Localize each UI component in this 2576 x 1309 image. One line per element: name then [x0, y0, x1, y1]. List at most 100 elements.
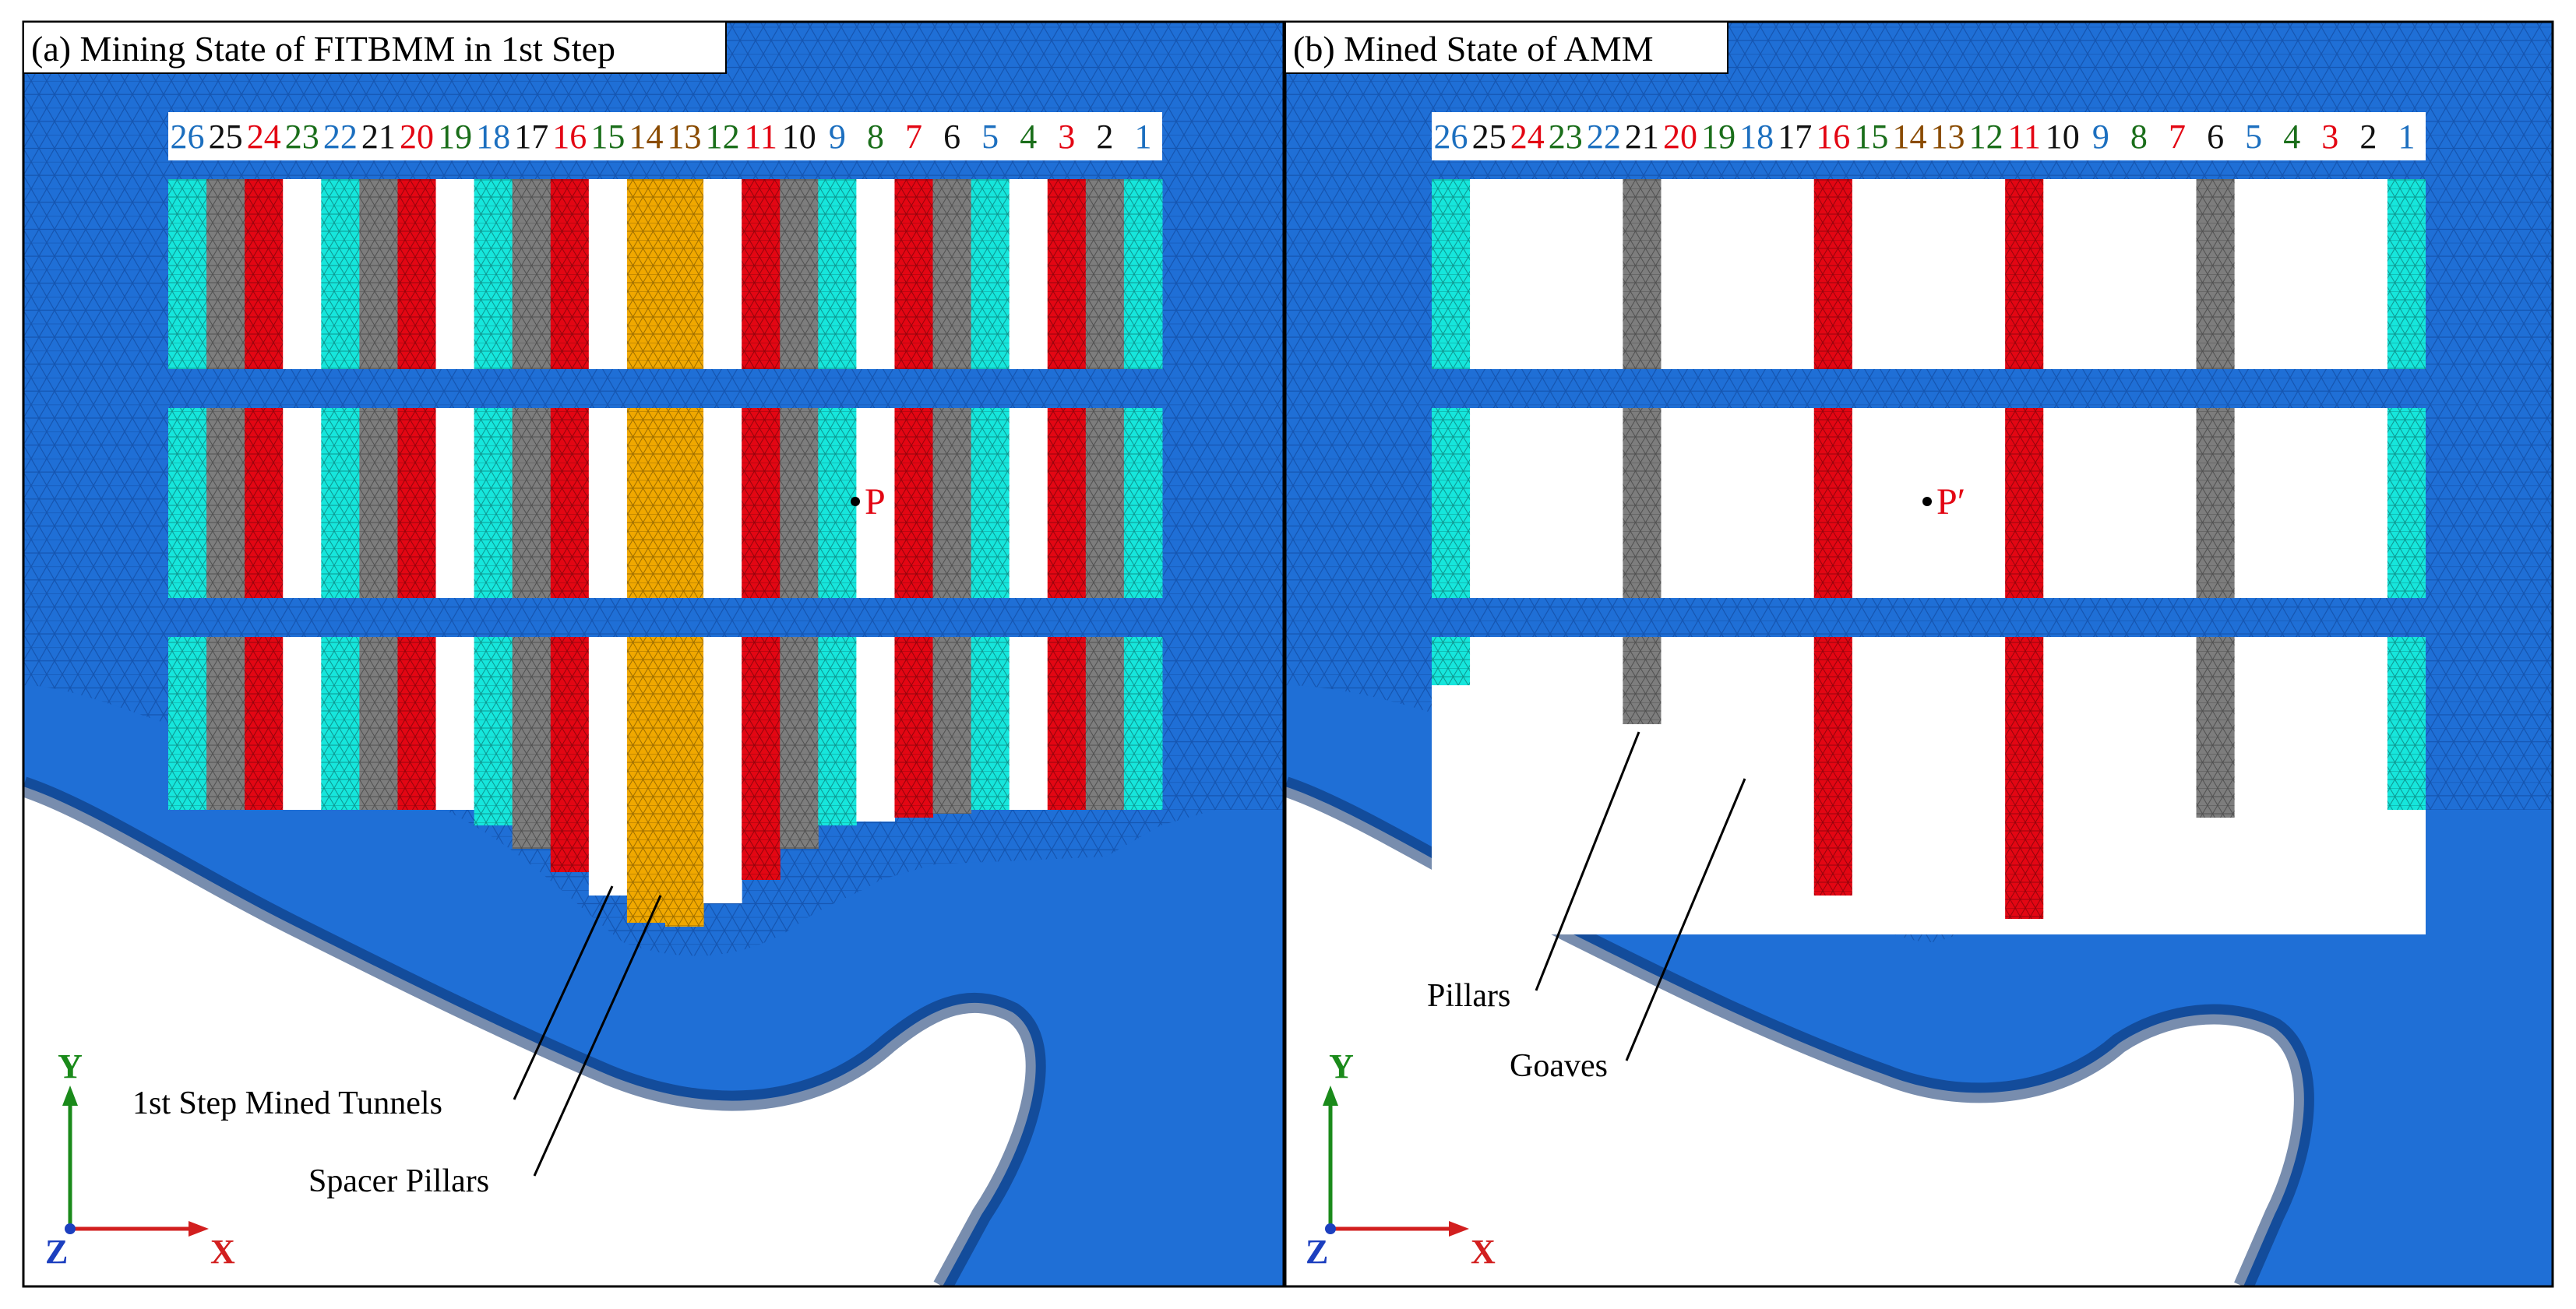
annotation-pillars: Pillars: [1427, 978, 1510, 1014]
tunnel-number: 11: [745, 118, 777, 156]
pillar-mesh: [2196, 179, 2235, 369]
tunnel-strips-b: [1432, 179, 2426, 934]
tunnel-number: 21: [361, 118, 396, 156]
x-axis-label: X: [210, 1233, 235, 1271]
tunnel-strip: [283, 637, 322, 810]
strip-mesh: [397, 179, 437, 369]
tunnel-strip: [588, 637, 628, 896]
strip-mesh: [626, 408, 666, 598]
number-band-a: [168, 112, 1162, 160]
strip-mesh: [1085, 179, 1125, 369]
strip-mesh: [1085, 408, 1125, 598]
dark-shell: [23, 776, 1046, 1286]
tunnel-number: 13: [668, 118, 702, 156]
x-axis-label: X: [1471, 1233, 1496, 1271]
tunnel-strip: [1009, 408, 1048, 598]
pillar-mesh: [2387, 637, 2426, 810]
tunnel-number: 25: [209, 118, 243, 156]
point-p-prime-marker: [1922, 497, 1932, 506]
tunnel-number: 26: [1434, 118, 1468, 156]
annotation-mined-tunnels: 1st Step Mined Tunnels: [132, 1086, 442, 1121]
z-axis-dot: [1325, 1223, 1336, 1234]
tunnel-number: 20: [400, 118, 434, 156]
pillar-mesh: [1432, 637, 1471, 685]
strip-mesh: [1047, 637, 1087, 810]
tunnel-strip: [703, 179, 742, 369]
tunnel-number: 17: [1778, 118, 1812, 156]
tunnel-number: 14: [629, 118, 663, 156]
title-box-a: [23, 21, 727, 74]
tunnel-number: 6: [943, 118, 960, 156]
panel-a-title: (a) Mining State of FITBMM in 1st Step: [31, 29, 615, 69]
tunnel-strip: [435, 179, 475, 369]
tunnel-number: 4: [1020, 118, 1037, 156]
strip-mesh: [665, 408, 704, 598]
tunnel-number: 7: [2169, 118, 2186, 156]
pillar-mesh: [1623, 179, 1662, 369]
strip-mesh: [321, 637, 360, 810]
strip-mesh: [1123, 179, 1163, 369]
strip-mesh: [474, 408, 513, 598]
tunnel-number: 1: [1134, 118, 1151, 156]
strip-mesh: [665, 179, 704, 369]
tunnel-strip: [1009, 637, 1048, 810]
tunnel-strip: [283, 179, 322, 369]
tunnel-number: 3: [1058, 118, 1075, 156]
tunnel-number: 7: [905, 118, 922, 156]
tunnel-number: 2: [1096, 118, 1113, 156]
tunnel-number: 11: [2008, 118, 2041, 156]
strip-mesh: [780, 637, 819, 849]
strip-mesh: [168, 408, 207, 598]
tunnel-number: 4: [2283, 118, 2300, 156]
tunnel-number: 17: [514, 118, 548, 156]
pillar-mesh: [2387, 179, 2426, 369]
x-arrowhead-icon: [1449, 1221, 1469, 1237]
leader-pillars: [1535, 731, 1640, 991]
pillar-mesh: [2005, 408, 2044, 598]
pillar-mesh: [2005, 179, 2044, 369]
strip-mesh: [818, 408, 857, 598]
tunnel-number: 5: [2245, 118, 2262, 156]
tunnel-number: 21: [1625, 118, 1659, 156]
strip-mesh: [971, 179, 1010, 369]
y-axis-label: Y: [1329, 1047, 1354, 1086]
tunnel-number: 2: [2359, 118, 2377, 156]
tunnel-number: 25: [1472, 118, 1506, 156]
strip-mesh: [512, 408, 551, 598]
pillar-mesh: [2005, 637, 2044, 919]
strip-mesh: [1047, 408, 1087, 598]
strip-mesh: [168, 637, 207, 810]
void-region: [23, 786, 1036, 1286]
goaf: [1432, 179, 2426, 369]
strip-mesh: [359, 637, 398, 810]
tunnel-number: 6: [2207, 118, 2224, 156]
tunnel-number: 9: [2092, 118, 2109, 156]
pillar-mesh: [1623, 408, 1662, 598]
tunnel-number: 18: [476, 118, 510, 156]
pillar-mesh: [1432, 179, 1471, 369]
pillar-mesh: [1813, 637, 1852, 896]
strip-mesh: [932, 179, 972, 369]
tunnel-strip: [588, 179, 628, 369]
strip-mesh: [550, 179, 590, 369]
tunnel-number: 22: [323, 118, 358, 156]
axes-triad-a: Y X Z: [45, 1047, 235, 1271]
strip-mesh: [168, 179, 207, 369]
strip-mesh: [397, 408, 437, 598]
strip-mesh: [359, 408, 398, 598]
strip-mesh: [780, 179, 819, 369]
tunnel-strip: [435, 637, 475, 810]
strip-mesh: [1047, 179, 1087, 369]
pillar-mesh: [2196, 637, 2235, 818]
tunnel-number: 23: [285, 118, 319, 156]
pillar-mesh: [1432, 408, 1471, 598]
goaf: [1432, 637, 2426, 934]
strip-mesh: [397, 637, 437, 810]
tunnel-number: 15: [1854, 118, 1888, 156]
strip-mesh: [626, 637, 666, 923]
tunnel-number: 20: [1663, 118, 1697, 156]
strip-mesh: [321, 408, 360, 598]
pillar-mesh: [1813, 408, 1852, 598]
tunnel-number: 9: [829, 118, 846, 156]
